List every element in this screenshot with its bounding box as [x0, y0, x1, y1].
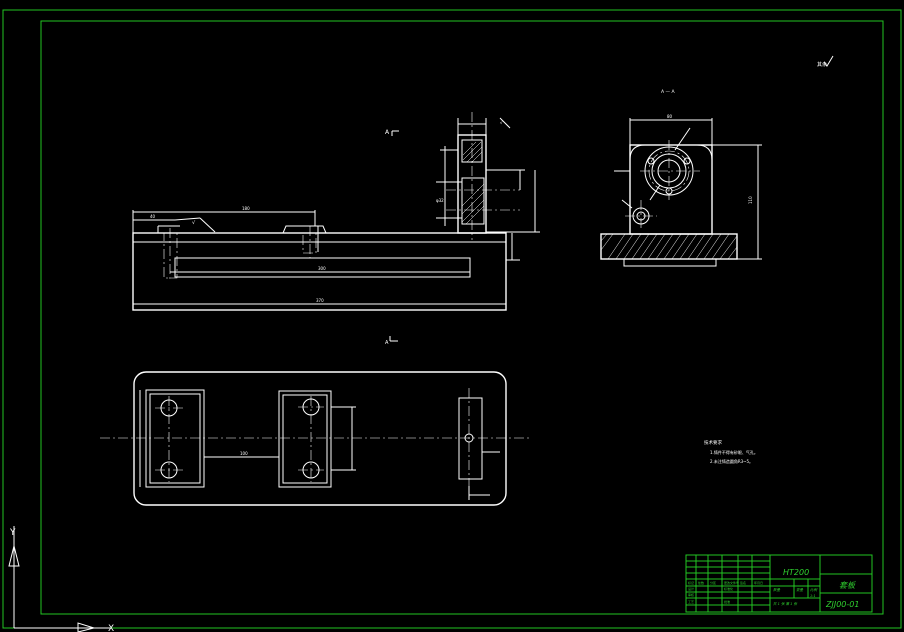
top-view-label: A: [385, 340, 389, 346]
sheet-count-text: 共 1 张 第 1 张: [773, 602, 798, 606]
svg-text:年月日: 年月日: [754, 580, 763, 585]
svg-text:工艺: 工艺: [688, 599, 694, 604]
notes-line-1: 1.铸件不得有砂眼、气孔。: [710, 449, 758, 455]
svg-text:80: 80: [667, 114, 673, 119]
material-text: HT200: [783, 568, 809, 577]
technical-notes: 技术要求 1.铸件不得有砂眼、气孔。 2.未注铸造圆角R3~5。: [704, 439, 758, 464]
svg-text:数量: 数量: [773, 588, 781, 592]
top-view: A 100: [100, 336, 530, 506]
svg-text:370: 370: [316, 298, 324, 303]
svg-text:300: 300: [318, 266, 326, 271]
section-base-hatched: [600, 233, 738, 260]
top-view-outline: [133, 371, 507, 506]
svg-text:批准: 批准: [724, 599, 730, 604]
svg-text:分区: 分区: [710, 580, 716, 585]
svg-text:更改文件号: 更改文件号: [724, 580, 739, 585]
roughness-symbol-icon: 其余: [817, 55, 834, 68]
inner-frame: [40, 20, 884, 615]
svg-text:重量: 重量: [796, 588, 804, 592]
ucs-axis-icon: Y X: [8, 526, 114, 632]
svg-text:标记: 标记: [688, 580, 694, 585]
section-view-label: A — A: [661, 89, 675, 95]
svg-text:√: √: [192, 220, 196, 226]
part-name-text: 套板: [839, 581, 856, 590]
svg-text:处数: 处数: [698, 580, 704, 585]
drawing-number-text: ZJJ00-01: [825, 600, 859, 609]
section-view-a-a: A — A: [600, 89, 762, 267]
svg-text:110: 110: [748, 196, 753, 204]
svg-text:审核: 审核: [688, 592, 694, 597]
ucs-x-label: X: [108, 624, 114, 632]
svg-text:1:1: 1:1: [810, 594, 816, 598]
svg-text:180: 180: [242, 206, 250, 211]
front-view: A 180 40 √ 370 300: [132, 112, 540, 311]
svg-text:标准化: 标准化: [724, 586, 733, 591]
base-plate-outline: [132, 232, 507, 311]
svg-text:其余: 其余: [817, 61, 827, 68]
svg-text:√: √: [500, 120, 503, 125]
svg-text:100: 100: [240, 451, 248, 456]
svg-text:40: 40: [150, 214, 156, 219]
svg-text:φ32: φ32: [436, 198, 444, 203]
outer-frame: [2, 9, 902, 629]
front-view-label: A: [385, 129, 390, 136]
notes-line-2: 2.未注铸造圆角R3~5。: [710, 458, 753, 464]
title-block: 标记处数分区 更改文件号签名年月日 设计标准化 审核工艺批准 HT200 套板 …: [685, 554, 873, 613]
ucs-y-label: Y: [9, 528, 16, 538]
svg-text:比例: 比例: [810, 588, 818, 592]
notes-heading: 技术要求: [704, 439, 722, 446]
svg-text:签名: 签名: [740, 580, 746, 585]
svg-text:设计: 设计: [688, 586, 694, 591]
